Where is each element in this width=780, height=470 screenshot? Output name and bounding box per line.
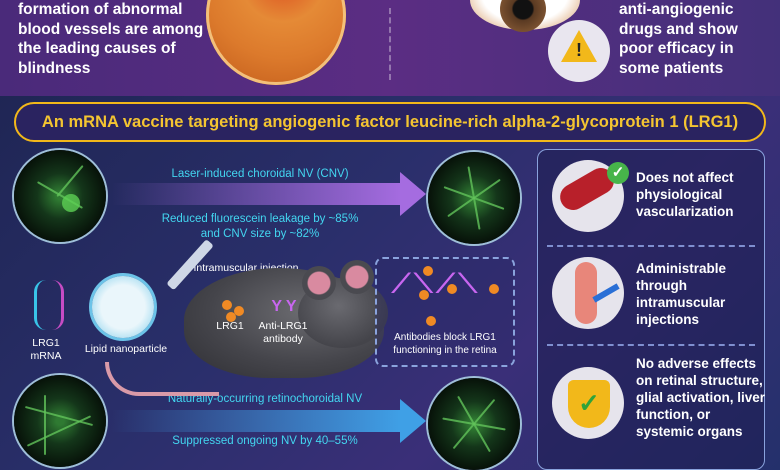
antibody-network-icon: ⟋⟍⟋⟍: [392, 268, 481, 298]
injection-arm-icon: [575, 262, 597, 324]
cnv-result-line1: Reduced fluorescein leakage by ~85%: [161, 213, 359, 225]
natural-label: Naturally-occurring retinochoroidal NV: [167, 393, 363, 405]
warning-exclamation-icon: !: [576, 40, 582, 60]
benefit-text-2: Administrable through intramuscular inje…: [636, 261, 727, 327]
problem-text-left: formation of abnormal blood vessels are …: [18, 1, 204, 77]
benefit-text-1: Does not affect physiological vasculariz…: [636, 170, 734, 219]
lrg1-mrna-label-line2: mRNA: [30, 350, 62, 362]
lipid-nanoparticle-icon: [92, 276, 154, 338]
panel-divider: [547, 344, 755, 346]
cnv-arrow-head: [400, 172, 426, 216]
natural-result: Suppressed ongoing NV by 40–55%: [172, 435, 358, 447]
retina-cnv-after-image: [428, 152, 520, 244]
lrg1-label: LRG1: [216, 320, 244, 332]
antibody-label-line2: antibody: [263, 333, 303, 345]
lrg1-bound-dot: [426, 316, 436, 326]
top-band: [0, 0, 780, 96]
panel-divider: [547, 245, 755, 247]
lrg1-dot: [226, 312, 236, 322]
lrg1-mrna-label-line1: LRG1: [32, 337, 60, 349]
benefit-text-3: No adverse effects on retinal structure,…: [636, 356, 766, 439]
lrg1-dot: [222, 300, 232, 310]
retina-natural-after-image: [428, 378, 520, 470]
lrg1-bound-dot: [489, 284, 499, 294]
main-title-banner: An mRNA vaccine targeting angiogenic fac…: [14, 102, 766, 142]
mouse-ear-left: [302, 266, 336, 300]
shield-check-icon: ✓: [578, 388, 600, 418]
lrg1-dot: [234, 306, 244, 316]
natural-arrow-head: [400, 399, 426, 443]
cnv-result-line2: and CNV size by ~82%: [200, 228, 320, 240]
lrg1-bound-dot: [447, 284, 457, 294]
antibody-label-line1: Anti-LRG1: [258, 320, 308, 332]
problem-text-right: anti-angiogenic drugs and show poor effi…: [619, 1, 738, 77]
cnv-label: Laser-induced choroidal NV (CNV): [171, 168, 349, 180]
antibody-icon: Y Y: [271, 298, 297, 315]
lrg1-bound-dot: [423, 266, 433, 276]
retina-cnv-before-image: [14, 150, 106, 242]
mouse-tail: [105, 362, 219, 396]
warning-icon: [561, 30, 597, 62]
cnv-arrow: [112, 183, 402, 205]
retina-natural-before-image: [14, 375, 106, 467]
top-divider: [389, 8, 391, 80]
lnp-label: Lipid nanoparticle: [84, 343, 168, 355]
mouse-ear-right: [340, 260, 374, 294]
natural-arrow: [112, 410, 402, 432]
check-icon: ✓: [607, 162, 629, 184]
lrg1-bound-dot: [419, 290, 429, 300]
antibody-block-inset: [375, 257, 515, 367]
block-text-line2: functioning in the retina: [393, 345, 497, 356]
block-text-line1: Antibodies block LRG1: [394, 332, 496, 343]
shield-icon: [568, 380, 610, 428]
mrna-strand-icon: [34, 280, 64, 330]
